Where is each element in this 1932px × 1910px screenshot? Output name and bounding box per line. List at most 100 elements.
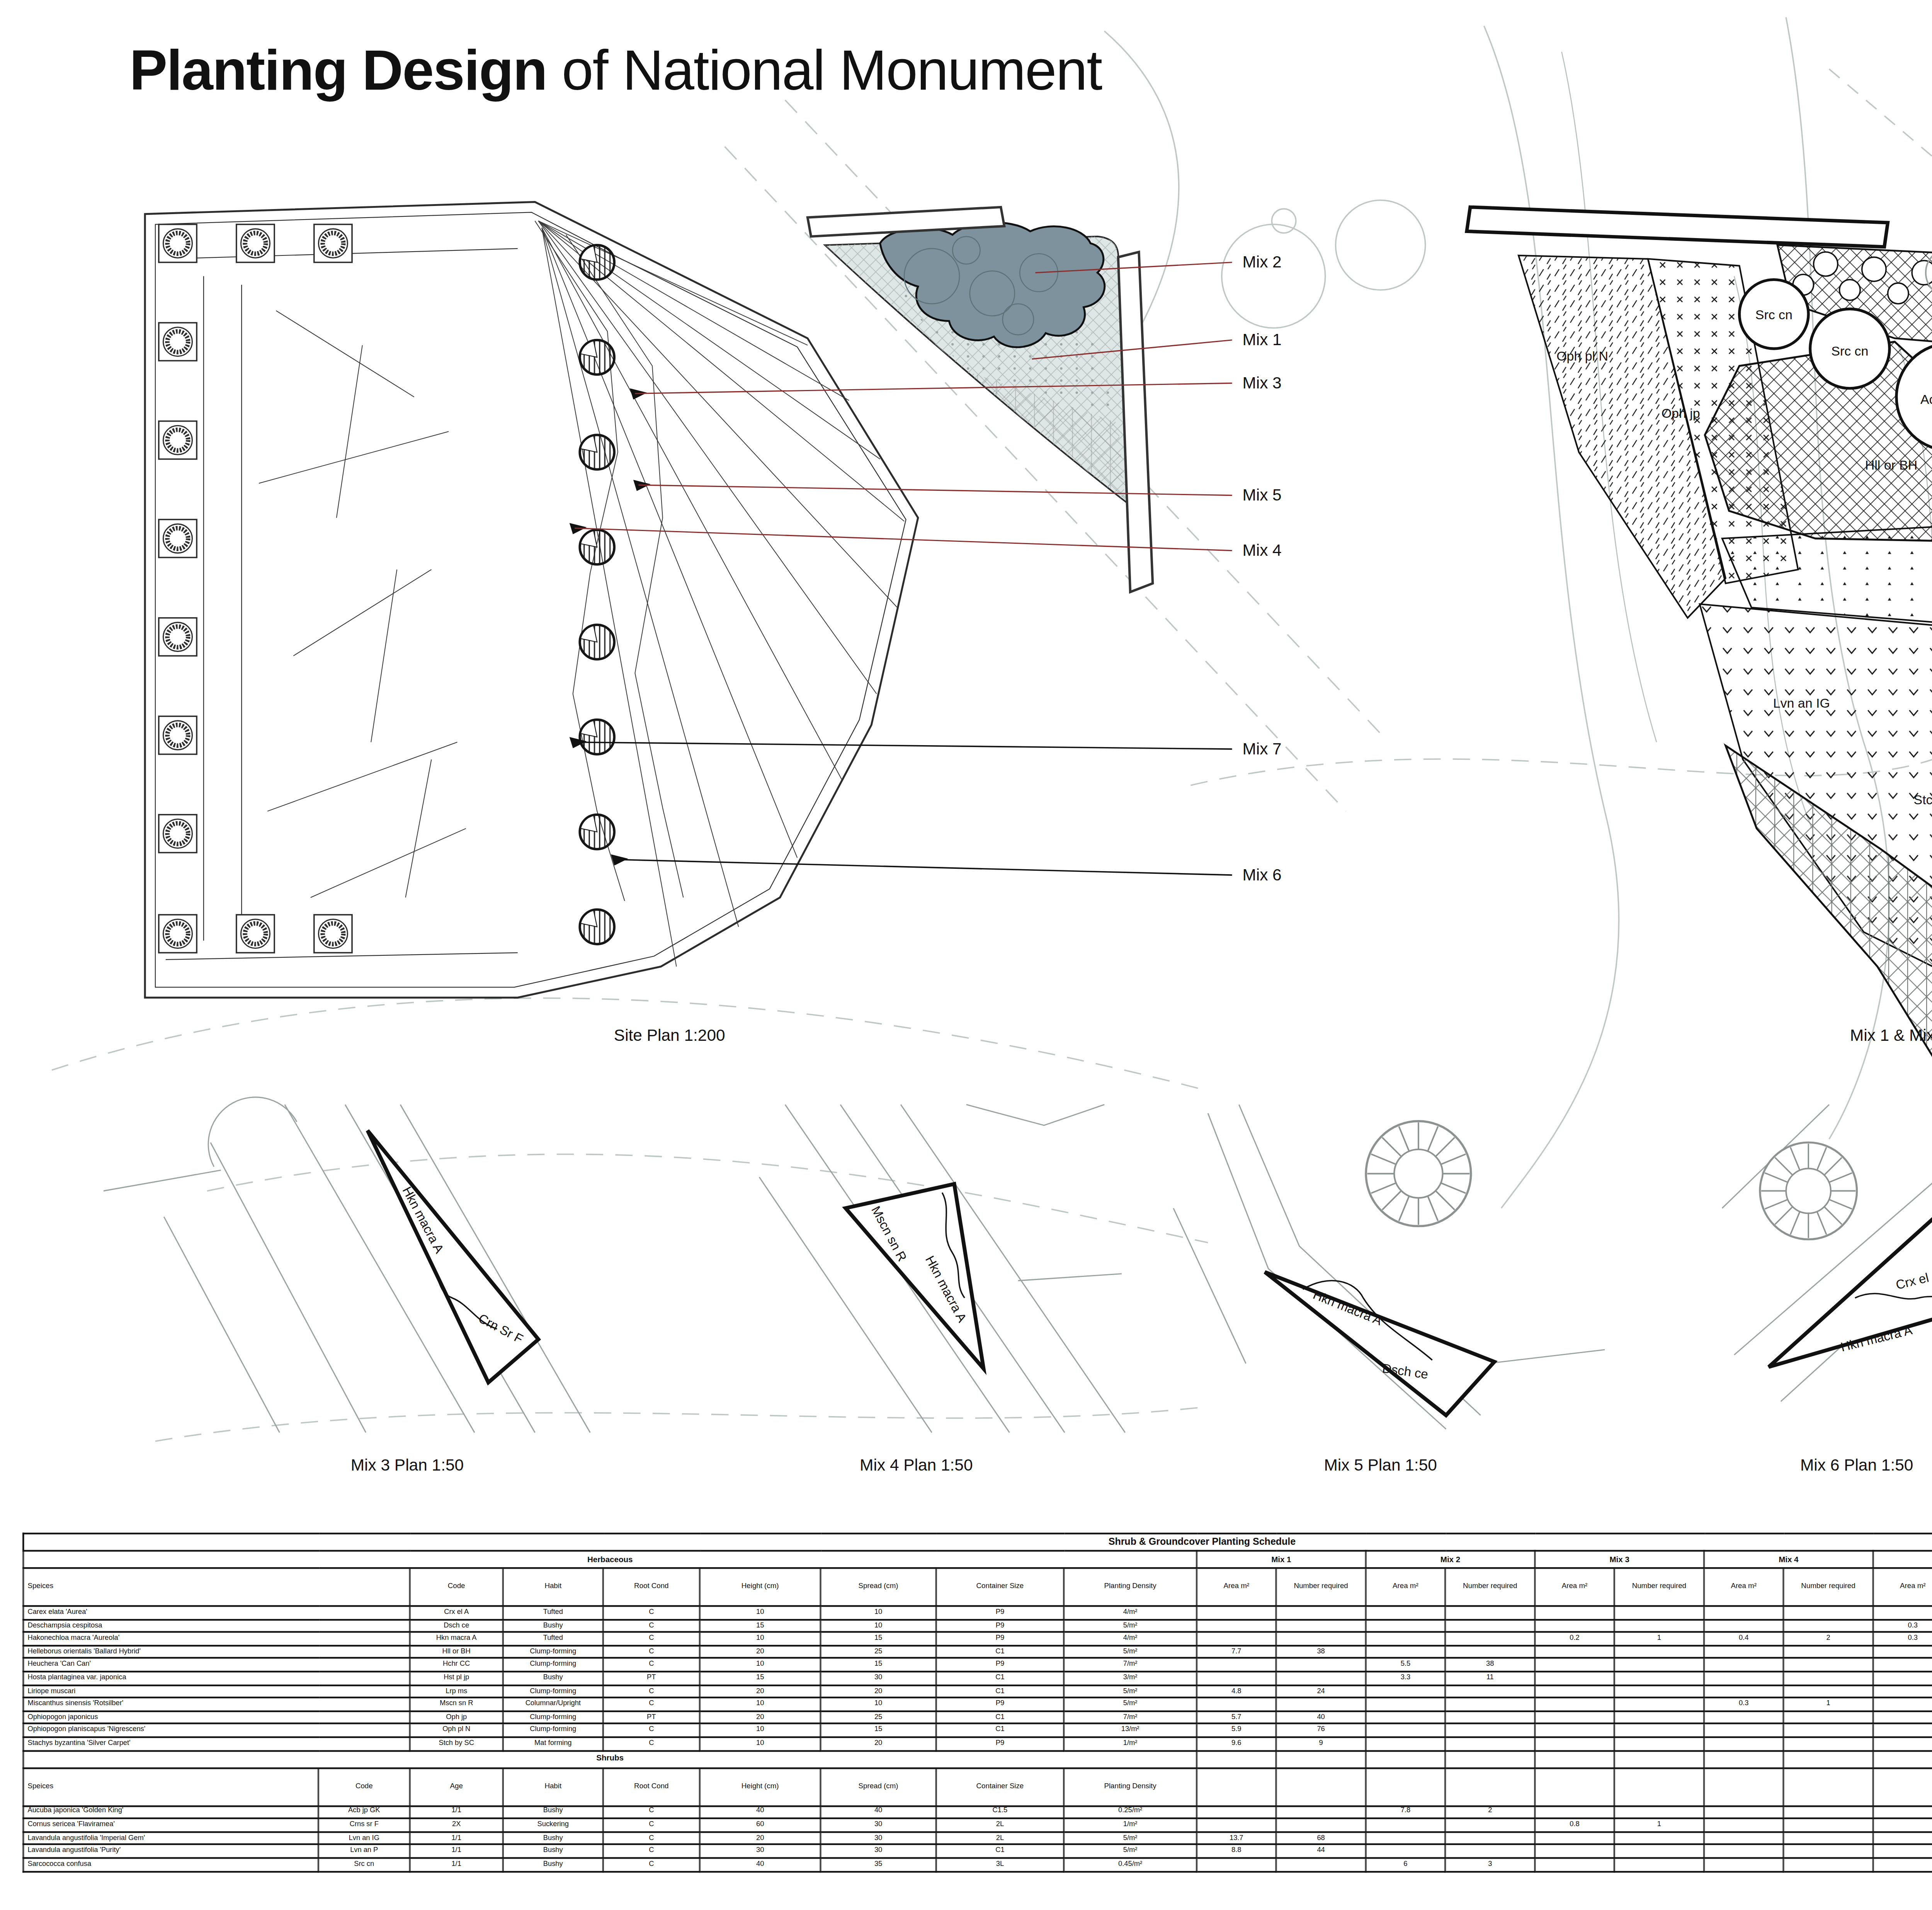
schedule-cell: 60 <box>700 1818 821 1832</box>
schedule-cell <box>1783 1750 1873 1767</box>
schedule-header: Speices <box>23 1767 318 1805</box>
table-row: Lavandula angustifolia 'Imperial Gem'Lvn… <box>23 1832 1932 1845</box>
schedule-cell <box>1197 1805 1276 1818</box>
schedule-cell: 0.3 <box>1704 1698 1783 1711</box>
mix6-plan: Crx el A Hkn macra A <box>1722 1105 1932 1432</box>
schedule-cell <box>1704 1845 1783 1858</box>
schedule-cell <box>1366 1645 1445 1658</box>
schedule-cell: 13/m² <box>1064 1724 1197 1737</box>
page-title-rest: of National Monument <box>547 38 1102 102</box>
schedule-cell: 5/m² <box>1064 1645 1197 1658</box>
schedule-cell <box>1873 1685 1932 1698</box>
schedule-cell <box>1445 1845 1535 1858</box>
schedule-cell: C <box>603 1805 700 1818</box>
schedule-cell <box>1873 1606 1932 1619</box>
table-row: Liriope muscariLrp msClump-formingC2020C… <box>23 1685 1932 1698</box>
schedule-cell: P9 <box>936 1658 1064 1672</box>
plant-label: Oph pl N <box>1556 349 1608 363</box>
plant-label: Src cn <box>1755 307 1793 322</box>
table-row: Heuchera 'Can Can'Hchr CCClump-formingC1… <box>23 1658 1932 1672</box>
schedule-cell <box>1873 1845 1932 1858</box>
schedule-cell: 38 <box>1276 1645 1366 1658</box>
schedule-cell <box>1704 1619 1783 1632</box>
table-row: Deschampsia cespitosaDsch ceBushyC1510P9… <box>23 1619 1932 1632</box>
schedule-cell: C <box>603 1724 700 1737</box>
page-title-strong: Planting Design <box>129 38 547 102</box>
schedule-cell: Liriope muscari <box>23 1685 410 1698</box>
schedule-header: Spread (cm) <box>820 1767 936 1805</box>
table-row: Ophiopogon planiscapus 'Nigrescens'Oph p… <box>23 1724 1932 1737</box>
schedule-cell: C <box>603 1698 700 1711</box>
schedule-cell: 11 <box>1445 1672 1535 1685</box>
schedule-cell <box>1614 1805 1704 1818</box>
schedule-cell <box>1535 1619 1614 1632</box>
mix-leader-label: Mix 1 <box>1242 330 1281 349</box>
schedule-cell <box>1197 1632 1276 1645</box>
schedule-header: Number required <box>1783 1568 1873 1606</box>
schedule-cell: 3 <box>1445 1858 1535 1871</box>
schedule-header: Root Cond <box>603 1767 700 1805</box>
schedule-cell <box>1783 1805 1873 1818</box>
table-row: Sarcococca confusaSrc cn1/1BushyC40353L0… <box>23 1858 1932 1871</box>
table-row: Cornus sericea 'Flaviramea'Crns sr F2XSu… <box>23 1818 1932 1832</box>
schedule-cell <box>1704 1711 1783 1724</box>
schedule-cell <box>1614 1645 1704 1658</box>
schedule-cell: 9.6 <box>1197 1737 1276 1750</box>
schedule-cell: 10 <box>820 1698 936 1711</box>
schedule-cell: Ophiopogon japonicus <box>23 1711 410 1724</box>
schedule-cell: 15 <box>820 1724 936 1737</box>
schedule-cell <box>1366 1818 1445 1832</box>
schedule-cell: 5.5 <box>1366 1658 1445 1672</box>
schedule-cell: PT <box>603 1672 700 1685</box>
key-plan-wall <box>1118 252 1153 592</box>
mix-group-header: Mix 4 <box>1704 1551 1873 1568</box>
schedule-cell: 15 <box>700 1619 821 1632</box>
schedule-cell <box>1873 1711 1932 1724</box>
schedule-cell <box>1445 1724 1535 1737</box>
schedule-cell: 4/m² <box>1064 1606 1197 1619</box>
schedule-cell: 40 <box>1276 1711 1366 1724</box>
schedule-cell: Carex elata 'Aurea' <box>23 1606 410 1619</box>
schedule-cell <box>1535 1698 1614 1711</box>
schedule-cell: Miscanthus sinensis 'Rotsilber' <box>23 1698 410 1711</box>
schedule-cell: 0.3 <box>1873 1632 1932 1645</box>
schedule-cell <box>1873 1645 1932 1658</box>
schedule-cell <box>1614 1858 1704 1871</box>
schedule-cell: Bushy <box>503 1619 603 1632</box>
schedule-cell: 40 <box>700 1805 821 1818</box>
schedule-cell: Hll or BH <box>410 1645 503 1658</box>
schedule-cell <box>1614 1737 1704 1750</box>
mix-leader-label: Mix 5 <box>1242 486 1281 504</box>
schedule-cell: 1 <box>1614 1632 1704 1645</box>
schedule-cell <box>1783 1645 1873 1658</box>
schedule-cell: 20 <box>700 1645 821 1658</box>
schedule-cell: P9 <box>936 1737 1064 1750</box>
schedule-header: Code <box>318 1767 410 1805</box>
schedule-cell <box>1535 1845 1614 1858</box>
schedule-cell <box>1783 1672 1873 1685</box>
mix-group-header: Mix 2 <box>1366 1551 1535 1568</box>
mix-group-header: Mix 5 <box>1873 1551 1932 1568</box>
schedule-cell: Cornus sericea 'Flaviramea' <box>23 1818 318 1832</box>
schedule-cell: Mscn sn R <box>410 1698 503 1711</box>
table-row: Stachys byzantina 'Silver Carpet'Stch by… <box>23 1737 1932 1750</box>
schedule-cell: Stachys byzantina 'Silver Carpet' <box>23 1737 410 1750</box>
schedule-cell: Bushy <box>503 1832 603 1845</box>
schedule-cell <box>1197 1858 1276 1871</box>
schedule-cell <box>1535 1711 1614 1724</box>
schedule-cell: 40 <box>700 1858 821 1871</box>
plant-label: Src cn <box>1831 344 1868 358</box>
schedule-cell: Hkn macra A <box>410 1632 503 1645</box>
schedule-cell <box>1873 1724 1932 1737</box>
schedule-cell: C <box>603 1737 700 1750</box>
table-row: Shrubs <box>23 1750 1932 1767</box>
schedule-cell <box>1614 1619 1704 1632</box>
schedule-cell: C <box>603 1845 700 1858</box>
schedule-cell: 30 <box>700 1845 821 1858</box>
key-plan <box>808 207 1153 592</box>
schedule-cell <box>1614 1724 1704 1737</box>
schedule-cell: C <box>603 1645 700 1658</box>
table-row: Miscanthus sinensis 'Rotsilber'Mscn sn R… <box>23 1698 1932 1711</box>
schedule-cell: Bushy <box>503 1845 603 1858</box>
table-row: Ophiopogon japonicusOph jpClump-formingP… <box>23 1711 1932 1724</box>
